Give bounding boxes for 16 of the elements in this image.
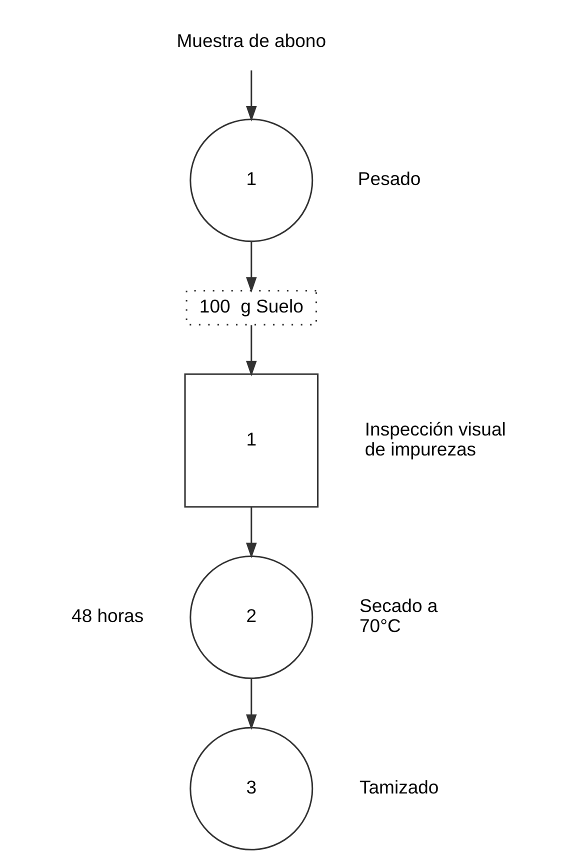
- node-box: 1: [184, 373, 318, 508]
- node-label: 48 horas: [71, 605, 144, 626]
- node-circle: 2: [189, 556, 313, 680]
- node-box: 100 g Suelo: [185, 290, 317, 326]
- arrow: [246, 70, 256, 122]
- arrow: [246, 507, 256, 558]
- arrow: [246, 678, 256, 730]
- node-label: Secado a 70°C: [358, 595, 438, 636]
- node-text: Muestra de abono: [176, 30, 326, 51]
- node-circle: 3: [189, 726, 313, 850]
- arrow: [246, 325, 256, 376]
- node-label: Inspección visual de impurezas: [364, 418, 506, 460]
- arrow: [246, 242, 256, 293]
- node-circle: 1: [189, 118, 313, 242]
- node-label: Tamizado: [358, 776, 438, 798]
- node-label: Pesado: [357, 168, 420, 190]
